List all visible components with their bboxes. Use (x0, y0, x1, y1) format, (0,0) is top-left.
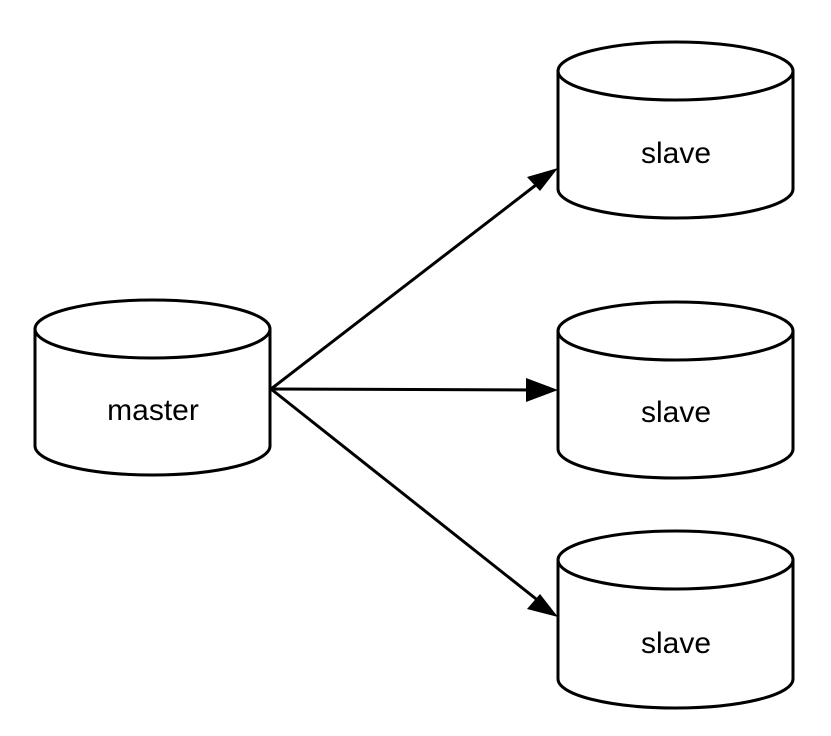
edge-master-to-slave-3[interactable] (270, 387, 558, 617)
node-slave-1-body (556, 69, 795, 220)
node-master-top-ellipse (33, 298, 272, 360)
edge-master-to-slave-2[interactable] (270, 378, 558, 402)
node-master-label: master (107, 394, 199, 427)
edge-line-master-to-slave-3 (270, 387, 546, 608)
node-slave-3-label: slave (641, 627, 711, 660)
edge-group (270, 168, 558, 617)
node-slave-3[interactable]: slave (556, 529, 795, 710)
edge-line-master-to-slave-1 (270, 176, 546, 391)
node-slave-1-top-ellipse (556, 40, 795, 102)
edge-master-to-slave-1[interactable] (270, 168, 558, 391)
node-master-body (33, 327, 272, 477)
node-slave-1-label: slave (641, 137, 711, 170)
node-slave-2-label: slave (641, 396, 711, 429)
node-slave-1[interactable]: slave (556, 40, 795, 220)
arrowhead-master-to-slave-2 (526, 378, 558, 402)
arrowhead-master-to-slave-1 (527, 168, 558, 191)
node-slave-2-body (556, 329, 795, 480)
node-slave-3-body (556, 558, 795, 710)
arrowhead-master-to-slave-3 (527, 594, 558, 617)
node-slave-2[interactable]: slave (556, 300, 795, 480)
node-slave-2-top-ellipse (556, 300, 795, 362)
node-master[interactable]: master (33, 298, 272, 477)
node-slave-3-top-ellipse (556, 529, 795, 591)
edge-line-master-to-slave-2 (270, 387, 543, 392)
